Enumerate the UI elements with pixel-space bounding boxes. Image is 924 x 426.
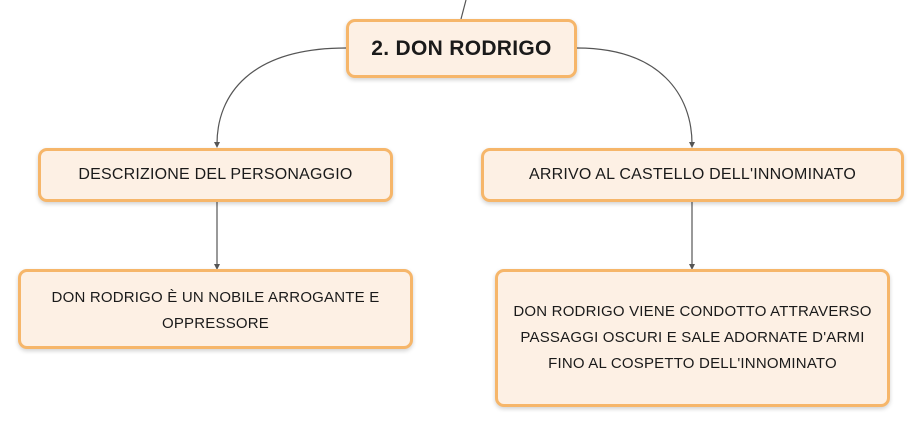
arrowhead-description-detail	[214, 264, 220, 270]
root-node-label: 2. DON RODRIGO	[371, 36, 552, 60]
description-detail-node[interactable]: DON RODRIGO È UN NOBILE ARROGANTE E OPPR…	[18, 269, 413, 349]
arrowhead-arrival-detail	[689, 264, 695, 270]
description-node-label: DESCRIZIONE DEL PERSONAGGIO	[78, 166, 353, 183]
arrival-detail-node[interactable]: DON RODRIGO VIENE CONDOTTO ATTRAVERSO PA…	[495, 269, 890, 407]
arrival-node-label: ARRIVO AL CASTELLO DELL'INNOMINATO	[529, 166, 856, 183]
description-node[interactable]: DESCRIZIONE DEL PERSONAGGIO	[38, 148, 393, 202]
description-detail-text: DON RODRIGO È UN NOBILE ARROGANTE E OPPR…	[51, 289, 380, 332]
root-node[interactable]: 2. DON RODRIGO	[346, 19, 577, 78]
connector-root-to-arrival	[576, 47, 693, 145]
connector-root-to-description	[216, 47, 347, 145]
arrival-node[interactable]: ARRIVO AL CASTELLO DELL'INNOMINATO	[481, 148, 904, 202]
arrival-detail-text: DON RODRIGO VIENE CONDOTTO ATTRAVERSO PA…	[513, 303, 872, 372]
arrowhead-arrival	[689, 142, 695, 148]
connector-parent-to-root	[460, 0, 467, 20]
arrowhead-description	[214, 142, 220, 148]
